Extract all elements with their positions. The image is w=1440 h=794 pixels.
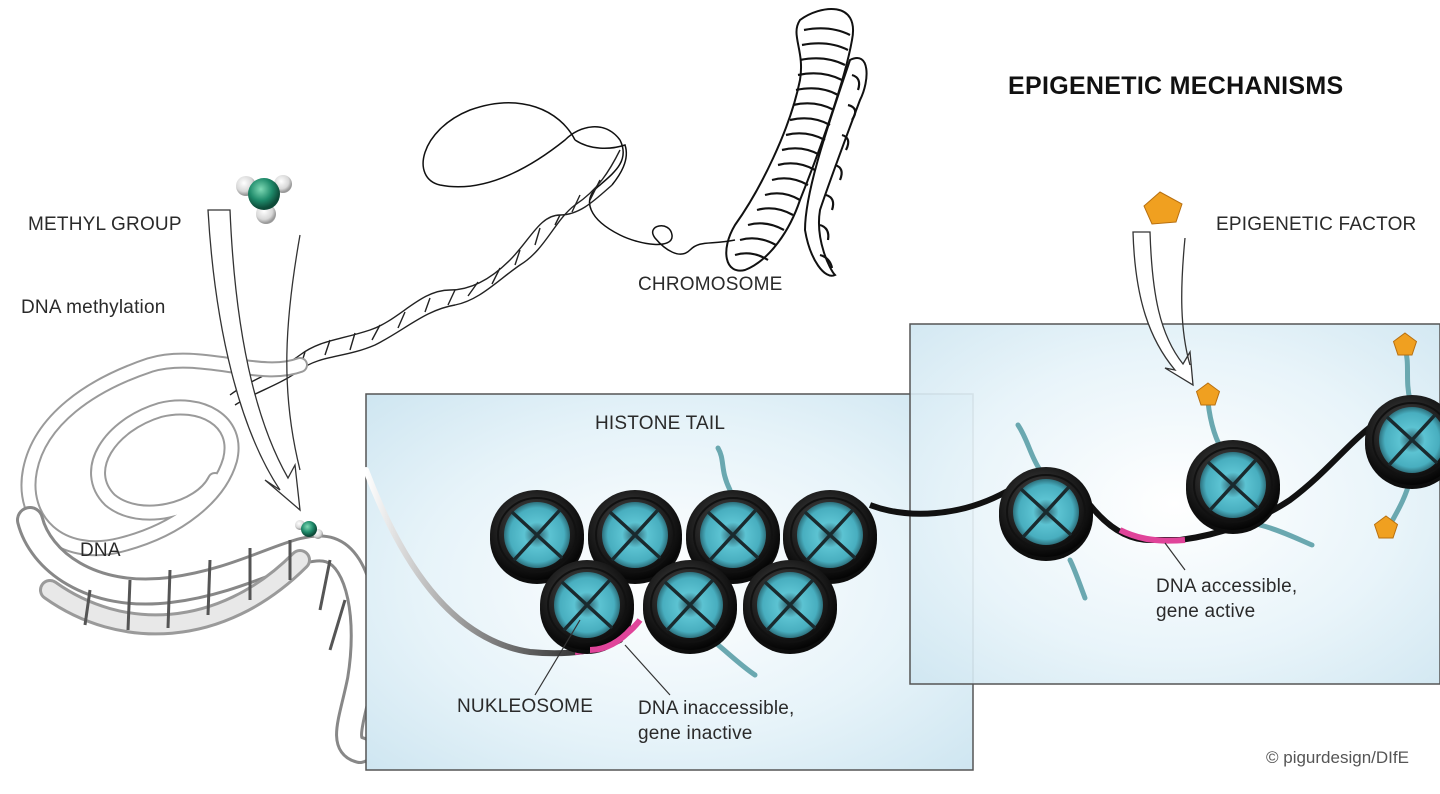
label-methyl-group: METHYL GROUP	[28, 214, 182, 235]
nucleosome-panel-active	[909, 323, 1440, 685]
chromosome-illustration	[422, 8, 868, 277]
methylation-arrow	[207, 209, 301, 512]
label-dna-methylation: DNA methylation	[21, 297, 166, 318]
label-dna-inaccessible-line2: gene inactive	[638, 723, 753, 744]
label-histone-tail: HISTONE TAIL	[595, 413, 726, 434]
diagram-title: EPIGENETIC MECHANISMS	[1008, 72, 1344, 100]
epigenetic-factor-arrow	[1132, 231, 1194, 387]
label-nukleosome: NUKLEOSOME	[457, 696, 594, 717]
methyl-group-small	[295, 520, 323, 539]
label-dna-accessible-line1: DNA accessible,	[1156, 576, 1298, 597]
label-dna: DNA	[80, 540, 121, 561]
label-leader-lines	[534, 542, 1186, 696]
label-chromosome: CHROMOSOME	[638, 274, 783, 295]
label-epigenetic-factor: EPIGENETIC FACTOR	[1216, 214, 1417, 235]
dna-strand-pink-right	[1118, 527, 1186, 544]
methyl-group-molecule	[236, 175, 292, 224]
epigenetic-factor-icon-large	[1143, 191, 1183, 225]
label-dna-inaccessible: DNA inaccessible, gene inactive	[638, 696, 795, 746]
dna-ribbon	[16, 352, 378, 764]
label-dna-inaccessible-line1: DNA inaccessible,	[638, 698, 795, 719]
label-dna-accessible: DNA accessible, gene active	[1156, 574, 1297, 624]
copyright-credit: © pigurdesign/DIfE	[1266, 748, 1409, 767]
label-dna-accessible-line2: gene active	[1156, 601, 1256, 622]
